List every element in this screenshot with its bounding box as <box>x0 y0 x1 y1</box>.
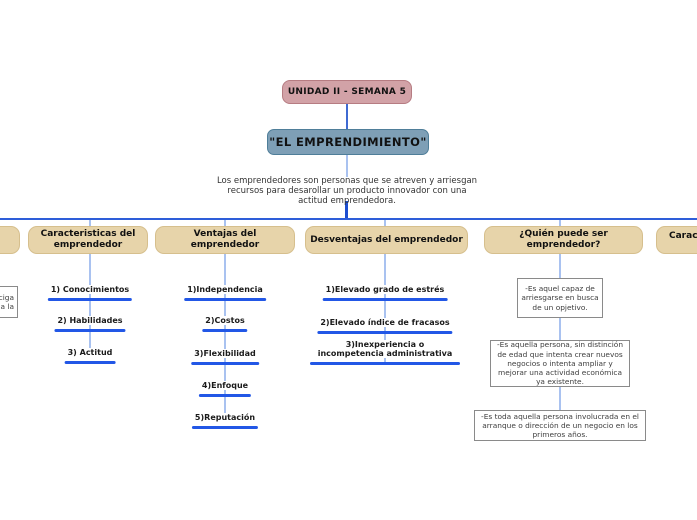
note-quien-2[interactable]: -Es aquella persona, sin distinción de e… <box>490 340 630 387</box>
item-label: 3)Inexperiencia o incompetencia administ… <box>310 340 460 358</box>
item-underline <box>202 329 248 332</box>
description-text: Los emprendedores son personas que se at… <box>216 176 478 206</box>
branch-quien-puede-ser[interactable]: ¿Quién puede ser emprendedor? <box>484 226 643 254</box>
item-flexibilidad[interactable]: 3)Flexibilidad <box>191 341 259 365</box>
item-label: 1)Independencia <box>184 285 266 294</box>
item-fracasos[interactable]: 2)Elevado índice de fracasos <box>317 310 453 334</box>
connector-stub-quien <box>559 220 561 226</box>
note-quien-3[interactable]: -Es toda aquella persona involucrada en … <box>474 410 646 441</box>
connector-description-trunk <box>345 201 348 218</box>
connector-unidad-title <box>346 103 348 129</box>
item-label: 1)Elevado grado de estrés <box>322 285 448 294</box>
item-label: 3) Actitud <box>64 348 116 357</box>
item-reputacion[interactable]: 5)Reputación <box>191 405 259 429</box>
item-underline <box>198 394 252 397</box>
connector-trunk-ventajas <box>224 254 226 422</box>
item-underline <box>317 331 453 334</box>
connector-trunk-desventajas <box>384 254 386 364</box>
item-underline <box>47 298 133 301</box>
item-label: 3)Flexibilidad <box>191 349 259 358</box>
item-underline <box>322 298 448 301</box>
branch-right-partial[interactable]: Caract <box>656 226 697 254</box>
branch-desventajas[interactable]: Desventajas del emprendedor <box>305 226 468 254</box>
item-costos[interactable]: 2)Costos <box>202 308 248 332</box>
connector-stub-desventajas <box>384 220 386 226</box>
item-conocimientos[interactable]: 1) Conocimientos <box>47 277 133 301</box>
branch-left-partial[interactable] <box>0 226 20 254</box>
item-habilidades[interactable]: 2) Habilidades <box>54 308 126 332</box>
item-underline <box>310 362 460 365</box>
node-unidad-semana[interactable]: UNIDAD II - SEMANA 5 <box>282 80 412 104</box>
item-underline <box>184 298 266 301</box>
item-estres[interactable]: 1)Elevado grado de estrés <box>322 277 448 301</box>
note-line: ciga <box>0 292 14 302</box>
item-label: 1) Conocimientos <box>47 285 133 294</box>
note-quien-1[interactable]: -Es aquel capaz de arriesgarse en busca … <box>517 278 603 318</box>
note-left-partial[interactable]: ciga a la <box>0 286 18 318</box>
item-label: 2) Habilidades <box>54 316 126 325</box>
connector-main-horizontal <box>0 218 697 220</box>
branch-caracteristicas[interactable]: Caracteristicas del emprendedor <box>28 226 148 254</box>
connector-trunk-quien <box>559 254 561 412</box>
item-independencia[interactable]: 1)Independencia <box>184 277 266 301</box>
item-label: 4)Enfoque <box>198 381 252 390</box>
item-underline <box>64 361 116 364</box>
item-actitud[interactable]: 3) Actitud <box>64 340 116 364</box>
note-line: a la <box>0 302 14 311</box>
item-label: 5)Reputación <box>191 413 259 422</box>
connector-trunk-caracteristicas <box>89 254 91 354</box>
branch-ventajas[interactable]: Ventajas del emprendedor <box>155 226 295 254</box>
item-label: 2)Costos <box>202 316 248 325</box>
item-label: 2)Elevado índice de fracasos <box>317 318 453 327</box>
item-underline <box>54 329 126 332</box>
connector-title-description <box>346 153 348 177</box>
item-inexperiencia[interactable]: 3)Inexperiencia o incompetencia administ… <box>310 340 460 365</box>
item-underline <box>191 426 259 429</box>
item-underline <box>191 362 259 365</box>
item-enfoque[interactable]: 4)Enfoque <box>198 373 252 397</box>
connector-stub-caracteristicas <box>89 220 91 226</box>
connector-stub-ventajas <box>224 220 226 226</box>
node-el-emprendimiento[interactable]: "EL EMPRENDIMIENTO" <box>267 129 429 155</box>
